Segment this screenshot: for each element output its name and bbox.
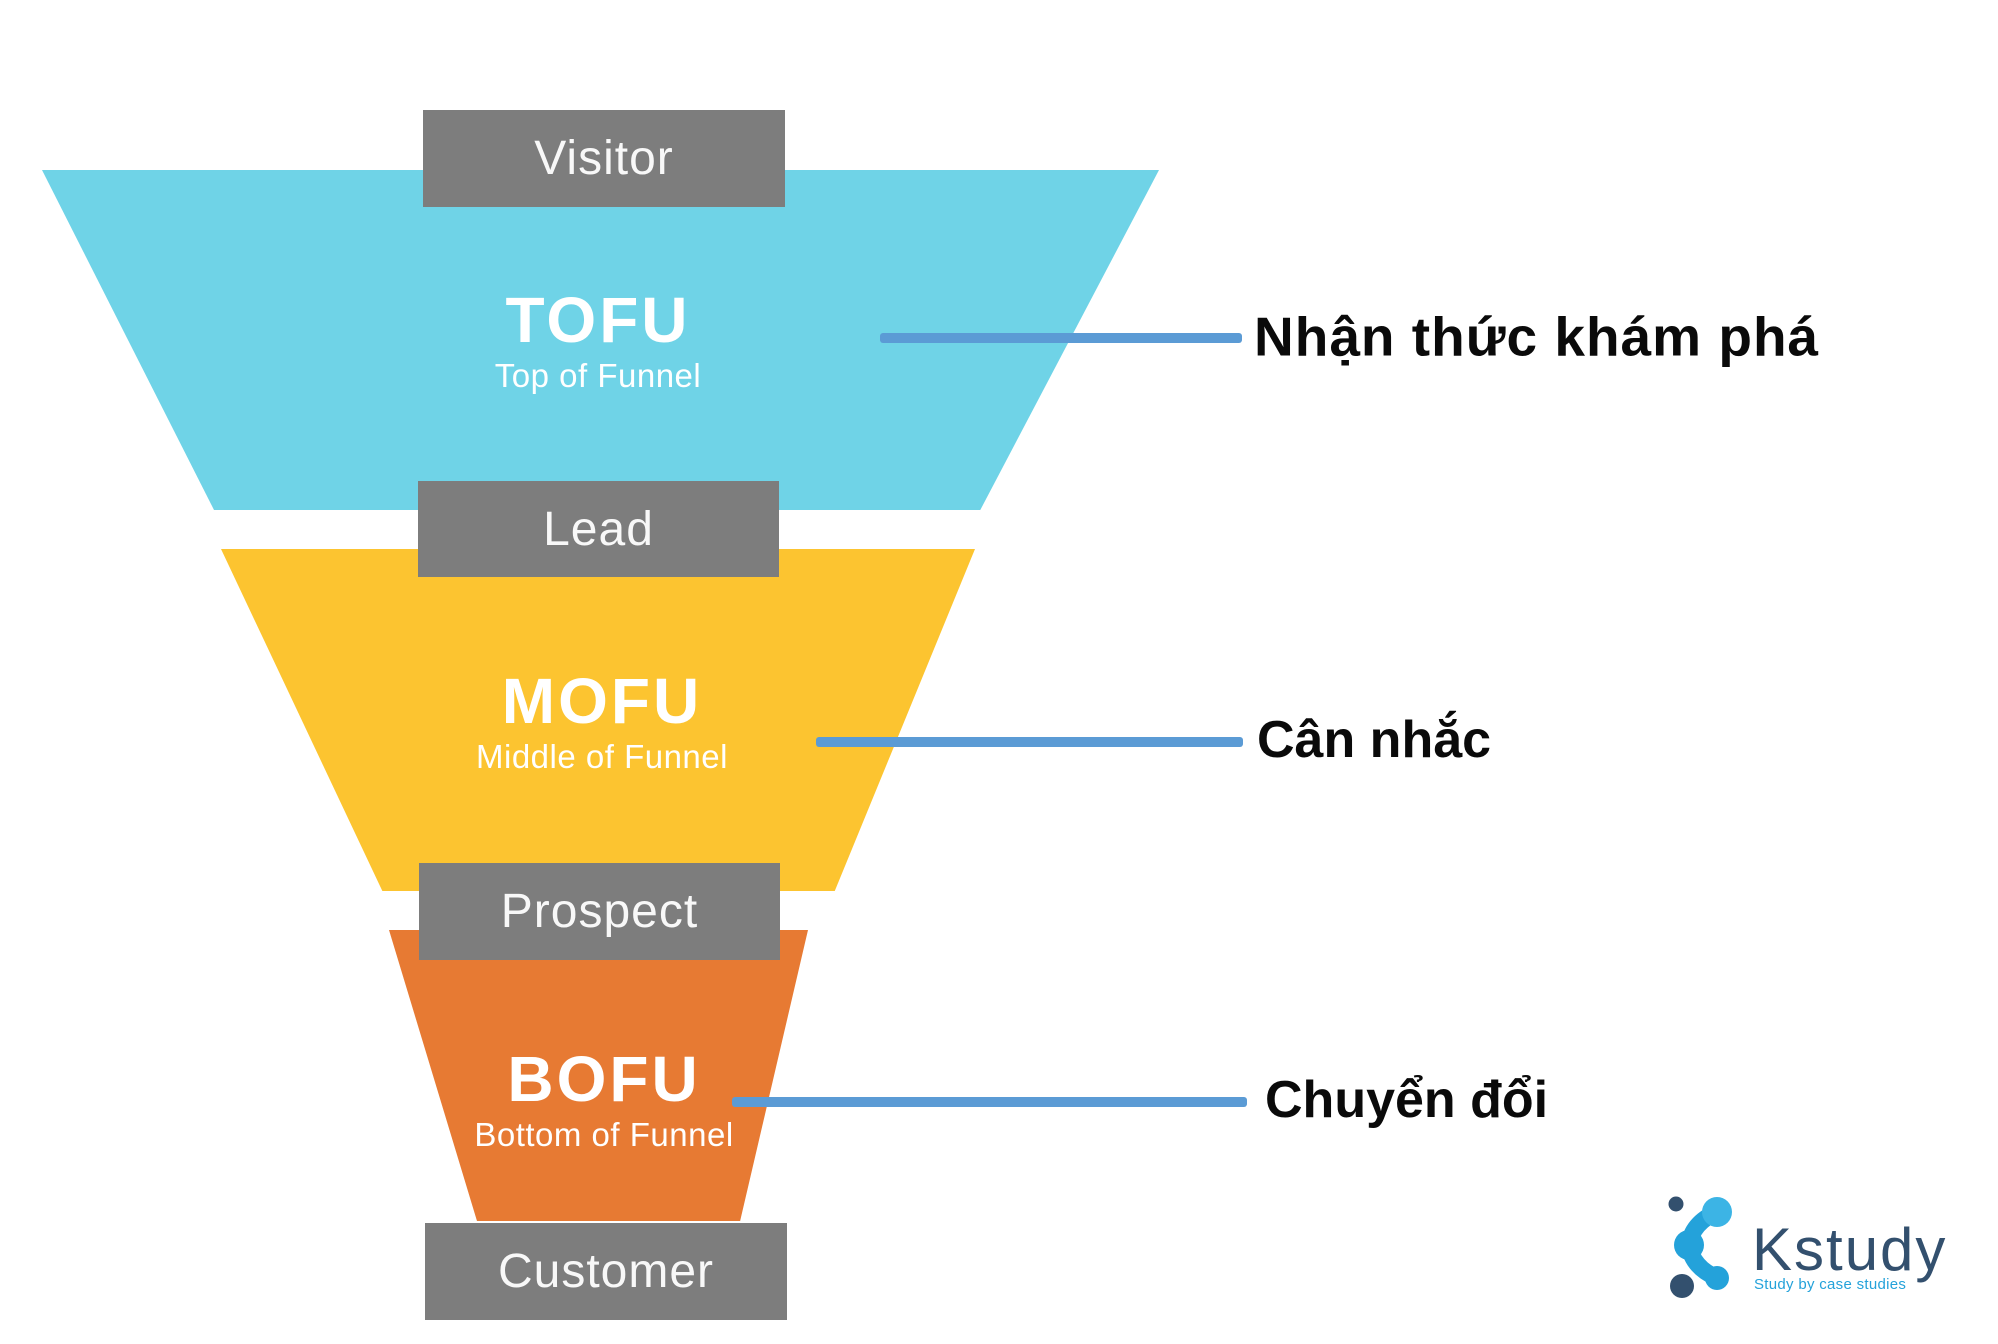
logo-blob-top xyxy=(1702,1197,1732,1227)
kstudy-logo-icon: Kstudy Study by case studies xyxy=(1668,1196,1947,1298)
kstudy-logo: Kstudy Study by case studies xyxy=(1640,1185,1980,1310)
tofu-full-name: Top of Funnel xyxy=(494,357,702,394)
badge-customer: Customer xyxy=(425,1223,787,1320)
mofu-annotation-text: Cân nhắc xyxy=(1257,711,1492,769)
mofu-full-name: Middle of Funnel xyxy=(476,738,728,775)
bofu-full-name: Bottom of Funnel xyxy=(474,1116,734,1153)
tofu-connector-line xyxy=(880,333,1242,343)
mofu-connector-line xyxy=(816,737,1243,747)
badge-prospect: Prospect xyxy=(419,863,780,960)
badge-lead: Lead xyxy=(418,481,779,577)
logo-dot-small xyxy=(1668,1196,1684,1212)
bofu-annotation-text: Chuyển đổi xyxy=(1265,1071,1549,1129)
logo-tagline: Study by case studies xyxy=(1754,1276,1906,1293)
tofu-acronym: TOFU xyxy=(505,284,691,356)
tofu-annotation-text: Nhận thức khám phá xyxy=(1254,305,1820,368)
mofu-label: MOFU Middle of Funnel xyxy=(402,669,802,777)
bofu-label: BOFU Bottom of Funnel xyxy=(404,1047,804,1155)
bofu-connector-line xyxy=(732,1097,1247,1107)
mofu-acronym: MOFU xyxy=(501,665,703,737)
logo-brand-name: Kstudy xyxy=(1752,1216,1947,1283)
bofu-acronym: BOFU xyxy=(507,1043,701,1115)
logo-blob-bottom xyxy=(1705,1266,1729,1290)
badge-visitor: Visitor xyxy=(423,110,785,207)
logo-dot-large xyxy=(1670,1274,1694,1298)
logo-blob-middle xyxy=(1674,1230,1704,1260)
tofu-label: TOFU Top of Funnel xyxy=(398,288,798,396)
